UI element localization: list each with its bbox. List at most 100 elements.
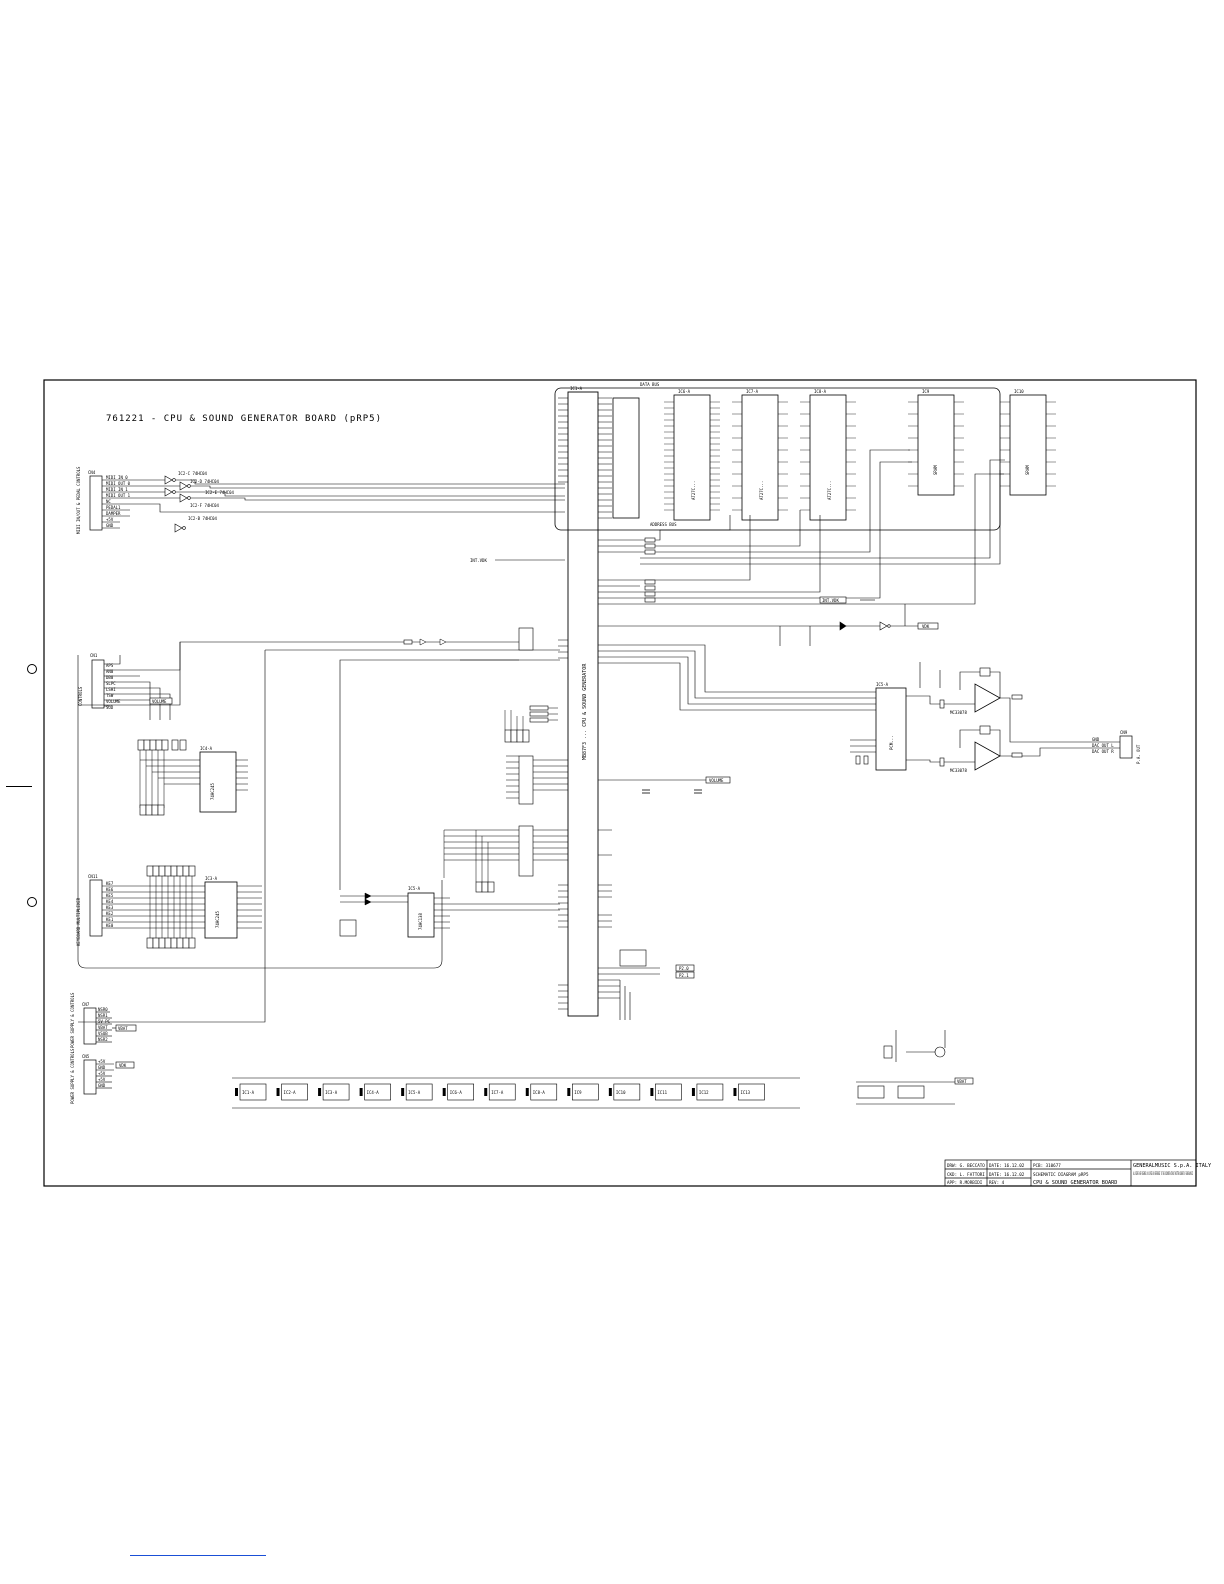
inv-label-1: IC2-C 74HC04	[178, 471, 207, 476]
decoupling-capacitor	[276, 1088, 280, 1096]
vbat-flag	[115, 1024, 137, 1032]
tb-board: CPU & SOUND GENERATOR BOARD	[1033, 1180, 1117, 1186]
decoupling-ic-label: IC2-A	[284, 1090, 297, 1095]
svg-text:CN11: CN11	[88, 874, 98, 879]
dac-ic: IC5-A PCM...	[875, 682, 907, 771]
decoupling-capacitor	[359, 1088, 363, 1096]
cn11-pin-label: KE4	[106, 899, 114, 904]
decoder-ic: IC5-A 74HC138	[407, 886, 435, 938]
inv-label-2: IC2-D 74HC04	[190, 479, 219, 484]
cn1-traces	[104, 641, 400, 720]
svg-text:CN9: CN9	[1120, 730, 1128, 735]
decoupling-ic-box	[405, 1083, 433, 1101]
middle-resistor-arrays	[504, 627, 549, 877]
inv-label-3: IC2-E 74HC04	[205, 490, 234, 495]
address-bus-label: ADDRESS BUS	[650, 522, 677, 527]
ram1-part: SRAM	[933, 465, 938, 475]
cn5-pin-label: +5V	[98, 1059, 106, 1064]
decoupling-ic-label: IC11	[657, 1090, 667, 1095]
buffer-ic-2-traces	[237, 885, 262, 929]
cn11-pin-label: KE2	[106, 911, 114, 916]
connector-cn9: CN9 P.A. OUT	[1119, 730, 1141, 764]
middle-bus-traces	[400, 638, 558, 882]
cn1-pin-label: TSW	[106, 693, 114, 698]
decoupling-ic-label: IC6-A	[450, 1090, 463, 1095]
inv-label-4: IC2-F 74HC04	[190, 503, 219, 508]
cn5-traces	[96, 1063, 114, 1089]
tb-schematic: SCHEMATIC DIAGRAM pRP5	[1033, 1172, 1089, 1177]
drawing-frame	[43, 379, 1197, 1187]
decoupling-ic-label: IC12	[699, 1090, 709, 1095]
tb-date1: DATE: 16.12.02	[989, 1163, 1025, 1168]
decoupling-ic-box	[322, 1083, 350, 1101]
decoupling-ic-box	[738, 1083, 765, 1101]
decoupling-ic-label: IC13	[740, 1090, 750, 1095]
connector-cn7: CN7 POWER SUPPLY & CONTROLS	[70, 992, 97, 1048]
title-block	[944, 1159, 1197, 1187]
svg-text:IC3-A: IC3-A	[205, 876, 218, 881]
midi-inverters	[164, 475, 191, 533]
p20-flag	[675, 964, 695, 972]
footer-link-underline[interactable]	[130, 1555, 266, 1556]
svg-text:IC5-A: IC5-A	[876, 682, 889, 687]
decoupling-ic-label: IC9	[574, 1090, 582, 1095]
int-vdk-flag-label: INT.VDK	[822, 598, 839, 603]
vdk-flag-label: VDK	[922, 624, 930, 629]
svg-text:MIDI IN/OUT & PEDAL CONTROLS: MIDI IN/OUT & PEDAL CONTROLS	[76, 466, 81, 534]
p2-resistor-array	[619, 949, 647, 967]
svg-text:PCM...: PCM...	[889, 736, 894, 750]
keyboard-region-frame	[77, 642, 560, 1023]
opamp1-label: MC33078	[950, 710, 967, 715]
cpu-right-pins	[598, 397, 800, 999]
cn11-pin-label: KE3	[106, 905, 114, 910]
vdk-flag-2-label: VDK	[119, 1063, 127, 1068]
cn9-pin-label: DAC OUT R	[1092, 749, 1114, 754]
svg-text:POWER SUPPLY & CONTROLS: POWER SUPPLY & CONTROLS	[70, 992, 75, 1048]
memory-bank-label: DATA BUS	[640, 382, 660, 387]
cn5-pin-label: GND	[98, 1083, 106, 1088]
decoupling-ic-box	[696, 1083, 724, 1101]
cn7-pin-label: 5V PC	[98, 1019, 111, 1024]
svg-text:74HC138: 74HC138	[418, 913, 423, 930]
decoder-traces	[340, 892, 560, 929]
cn7-pin-label: VBAT	[98, 1025, 108, 1030]
binder-hole-bottom	[27, 897, 37, 907]
buffer-ic-2: IC3-A 74HC245	[204, 876, 238, 939]
ram2-ref: IC10	[1014, 389, 1024, 394]
svg-text:KEYBOARD MULTIPLEXER: KEYBOARD MULTIPLEXER	[76, 897, 81, 946]
transistor-section	[856, 1030, 955, 1105]
svg-text:CN5: CN5	[82, 1054, 90, 1059]
volume-flag	[149, 697, 173, 705]
vbat-flag-label: VBAT	[118, 1026, 128, 1031]
decoupling-ic-label: IC3-A	[325, 1090, 338, 1095]
decoupling-ic-label: IC8-A	[533, 1090, 546, 1095]
cn5-pin-label: +5V	[98, 1071, 106, 1076]
rom2-ref: IC7-A	[746, 389, 759, 394]
decoupling-capacitor	[442, 1088, 446, 1096]
decoupling-capacitor	[608, 1088, 612, 1096]
resistor-array-2	[146, 865, 196, 949]
buffer-ic-1: IC4-A 74HC245	[199, 746, 237, 813]
volume-flag-2	[705, 776, 731, 784]
connector-cn4: CN4 MIDI IN/OUT & PEDAL CONTROLS	[76, 466, 103, 534]
cn11-pin-label: KE7	[106, 881, 114, 886]
dac-input-traces	[625, 644, 876, 711]
volume-flag-label: VOLUME	[152, 699, 167, 704]
ram2-part: SRAM	[1025, 465, 1030, 475]
cn4-pin-label: MIDI OUT 1	[106, 493, 131, 498]
int-vdk-flag	[819, 596, 847, 604]
tb-company: GENERALMUSIC S.p.A. ITALY	[1133, 1163, 1212, 1169]
sheet-title: 761221 - CPU & SOUND GENERATOR BOARD (pR…	[106, 414, 382, 424]
vdk-flag-2	[115, 1061, 135, 1069]
binder-hole-top	[27, 664, 37, 674]
cn7-pin-label: NSR1	[98, 1013, 108, 1018]
cn1-pin-label: VOLUME	[106, 699, 121, 704]
cn9-pin-label: GND	[1092, 737, 1100, 742]
inv-label-5: IC2-B 74HC04	[188, 516, 217, 521]
connector-cn1: CN1 CONTROLS	[78, 653, 105, 709]
decoupling-ic-label: IC4-A	[367, 1090, 380, 1095]
svg-text:MB87F3 ... CPU & SOUND GENERAT: MB87F3 ... CPU & SOUND GENERATOR	[582, 663, 588, 760]
svg-text:IC1-A: IC1-A	[570, 386, 583, 391]
